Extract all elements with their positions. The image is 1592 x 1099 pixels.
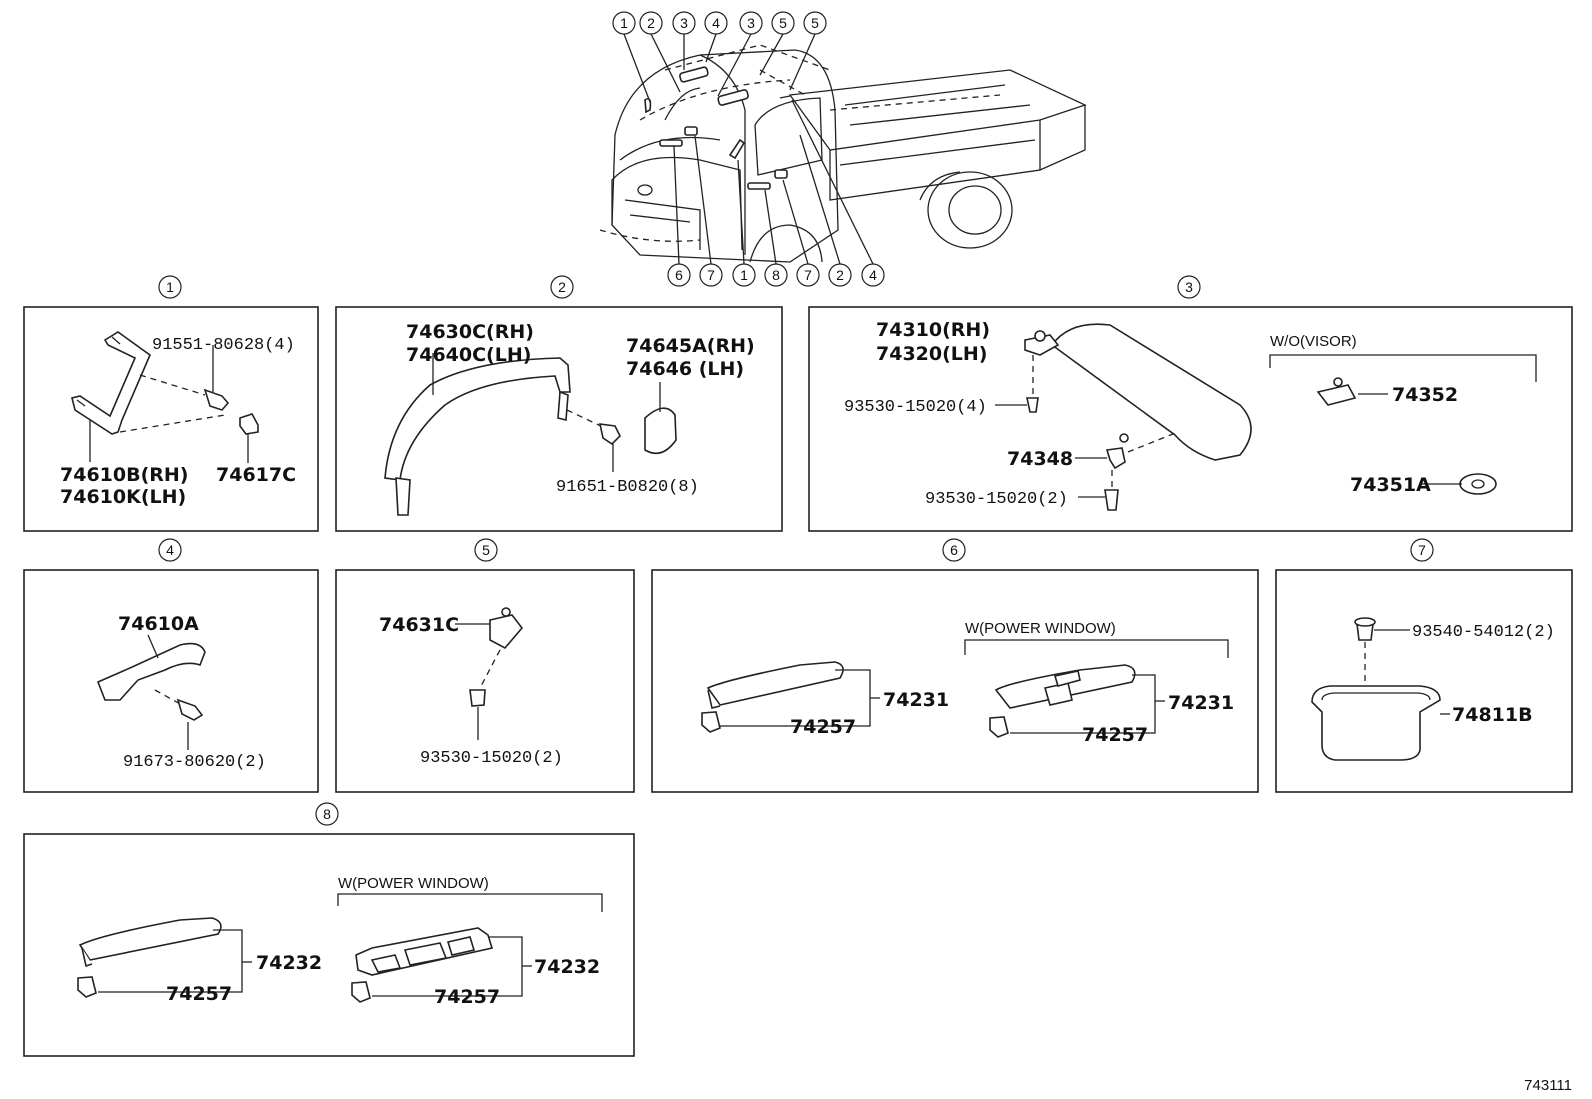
- clip-74257: [989, 716, 1009, 738]
- pocket-74811b: [1311, 685, 1441, 761]
- truck-callout: 7: [707, 267, 715, 283]
- screw-icon: [203, 388, 230, 411]
- truck-callout: 2: [647, 15, 655, 31]
- screw-icon: [469, 689, 486, 707]
- section-6: 6 W(POWER WINDOW) 74231 74257 74231 7425…: [651, 538, 1259, 793]
- holder-74348: [1105, 447, 1126, 470]
- truck-callout: 6: [675, 267, 683, 283]
- part-label: 74610B(RH): [60, 464, 188, 486]
- part-label: 74257: [1082, 724, 1148, 746]
- truck-callout: 3: [680, 15, 688, 31]
- part-label: 74631C: [379, 614, 459, 636]
- clip-74257: [77, 976, 97, 998]
- part-label: 74811B: [1452, 704, 1533, 726]
- part-label: 93540-54012(2): [1412, 623, 1555, 642]
- cover-74645a: [644, 407, 677, 455]
- section-number: 3: [1185, 279, 1193, 295]
- section-panel: [23, 569, 319, 793]
- truck-overview: [599, 44, 1087, 263]
- part-label: 91673-80620(2): [123, 753, 266, 772]
- part-label: 74310(RH): [876, 319, 990, 341]
- section-7: 7 93540-54012(2) 74811B: [1275, 538, 1573, 793]
- condition-note: W(POWER WINDOW): [965, 620, 1116, 637]
- part-label: 74320(LH): [876, 343, 987, 365]
- part-label: 93530-15020(4): [844, 398, 987, 417]
- part-label: 91551-80628(4): [152, 336, 295, 355]
- part-label: 91651-B0820(8): [556, 478, 699, 497]
- truck-callout: 7: [804, 267, 812, 283]
- part-label: 74646 (LH): [626, 358, 744, 380]
- part-label: 74610K(LH): [60, 486, 186, 508]
- part-label: 93530-15020(2): [420, 749, 563, 768]
- truck-callouts-top: 1 2 3 4 3 5 5: [612, 11, 827, 35]
- truck-callout: 5: [811, 15, 819, 31]
- screw-icon: [1104, 489, 1119, 511]
- cap-74617c: [239, 413, 259, 435]
- clip-74352: [1316, 384, 1357, 406]
- condition-note: W(POWER WINDOW): [338, 875, 489, 892]
- part-label: 93530-15020(2): [925, 490, 1068, 509]
- screw-icon: [176, 698, 204, 721]
- part-label: 74231: [883, 689, 949, 711]
- truck-callout: 3: [747, 15, 755, 31]
- condition-note: W/O(VISOR): [1270, 333, 1357, 350]
- sun-visor-74310: [1050, 323, 1252, 461]
- part-label: 74232: [256, 952, 322, 974]
- clip-icon: [598, 423, 621, 446]
- part-label: 74257: [166, 983, 232, 1005]
- section-number: 2: [558, 279, 566, 295]
- section-1: 1 91551-80628(4) 74610B(RH) 74610K(LH) 7…: [23, 275, 319, 532]
- truck-callouts-bottom: 6 7 1 8 7 2 4: [667, 263, 885, 287]
- part-label: 74348: [1007, 448, 1073, 470]
- truck-callout: 5: [779, 15, 787, 31]
- section-number: 7: [1418, 542, 1426, 558]
- section-3: 3 74310(RH) 74320(LH) 93530-15020(4) 743…: [808, 275, 1573, 532]
- part-label: 74351A: [1350, 474, 1431, 496]
- truck-callout: 1: [740, 267, 748, 283]
- section-panel: [335, 569, 635, 793]
- section-8: 8 W(POWER WINDOW) 74232 74257 74232 7425…: [23, 802, 635, 1057]
- assist-grip-74610: [71, 331, 151, 435]
- armrest-74231: [706, 661, 844, 706]
- truck-callout: 4: [712, 15, 720, 31]
- section-number: 8: [323, 806, 331, 822]
- pillar-garnish-74630c: [384, 357, 571, 481]
- part-label: 74232: [534, 956, 600, 978]
- section-4: 4 74610A 91673-80620(2): [23, 538, 319, 793]
- part-label: 74257: [790, 716, 856, 738]
- part-label: 74610A: [118, 613, 199, 635]
- section-number: 1: [166, 279, 174, 295]
- part-label: 74231: [1168, 692, 1234, 714]
- section-panel: [1275, 569, 1573, 793]
- reference-number: 743111: [1524, 1077, 1572, 1094]
- clip-74257: [351, 981, 371, 1003]
- part-label: 74630C(RH): [406, 321, 534, 343]
- truck-callout: 1: [620, 15, 628, 31]
- truck-callout: 8: [772, 267, 780, 283]
- section-5: 5 74631C 93530-15020(2): [335, 538, 635, 793]
- section-panel: [23, 306, 319, 532]
- section-number: 4: [166, 542, 174, 558]
- part-label: 74617C: [216, 464, 296, 486]
- section-number: 5: [482, 542, 490, 558]
- part-label: 74645A(RH): [626, 335, 755, 357]
- cap-74351a: [1459, 473, 1497, 495]
- assist-grip-74610a: [96, 642, 206, 701]
- truck-callout: 2: [836, 267, 844, 283]
- truck-callout-leaders: [623, 33, 874, 265]
- part-label: 74257: [434, 986, 500, 1008]
- clip-74257: [701, 711, 721, 733]
- screw-icon: [1026, 397, 1039, 413]
- part-label: 74640C(LH): [406, 344, 531, 366]
- section-number: 6: [950, 542, 958, 558]
- truck-callout: 4: [869, 267, 877, 283]
- section-2: 2 74630C(RH) 74640C(LH) 74645A(RH) 74646…: [335, 275, 783, 532]
- part-label: 74352: [1392, 384, 1458, 406]
